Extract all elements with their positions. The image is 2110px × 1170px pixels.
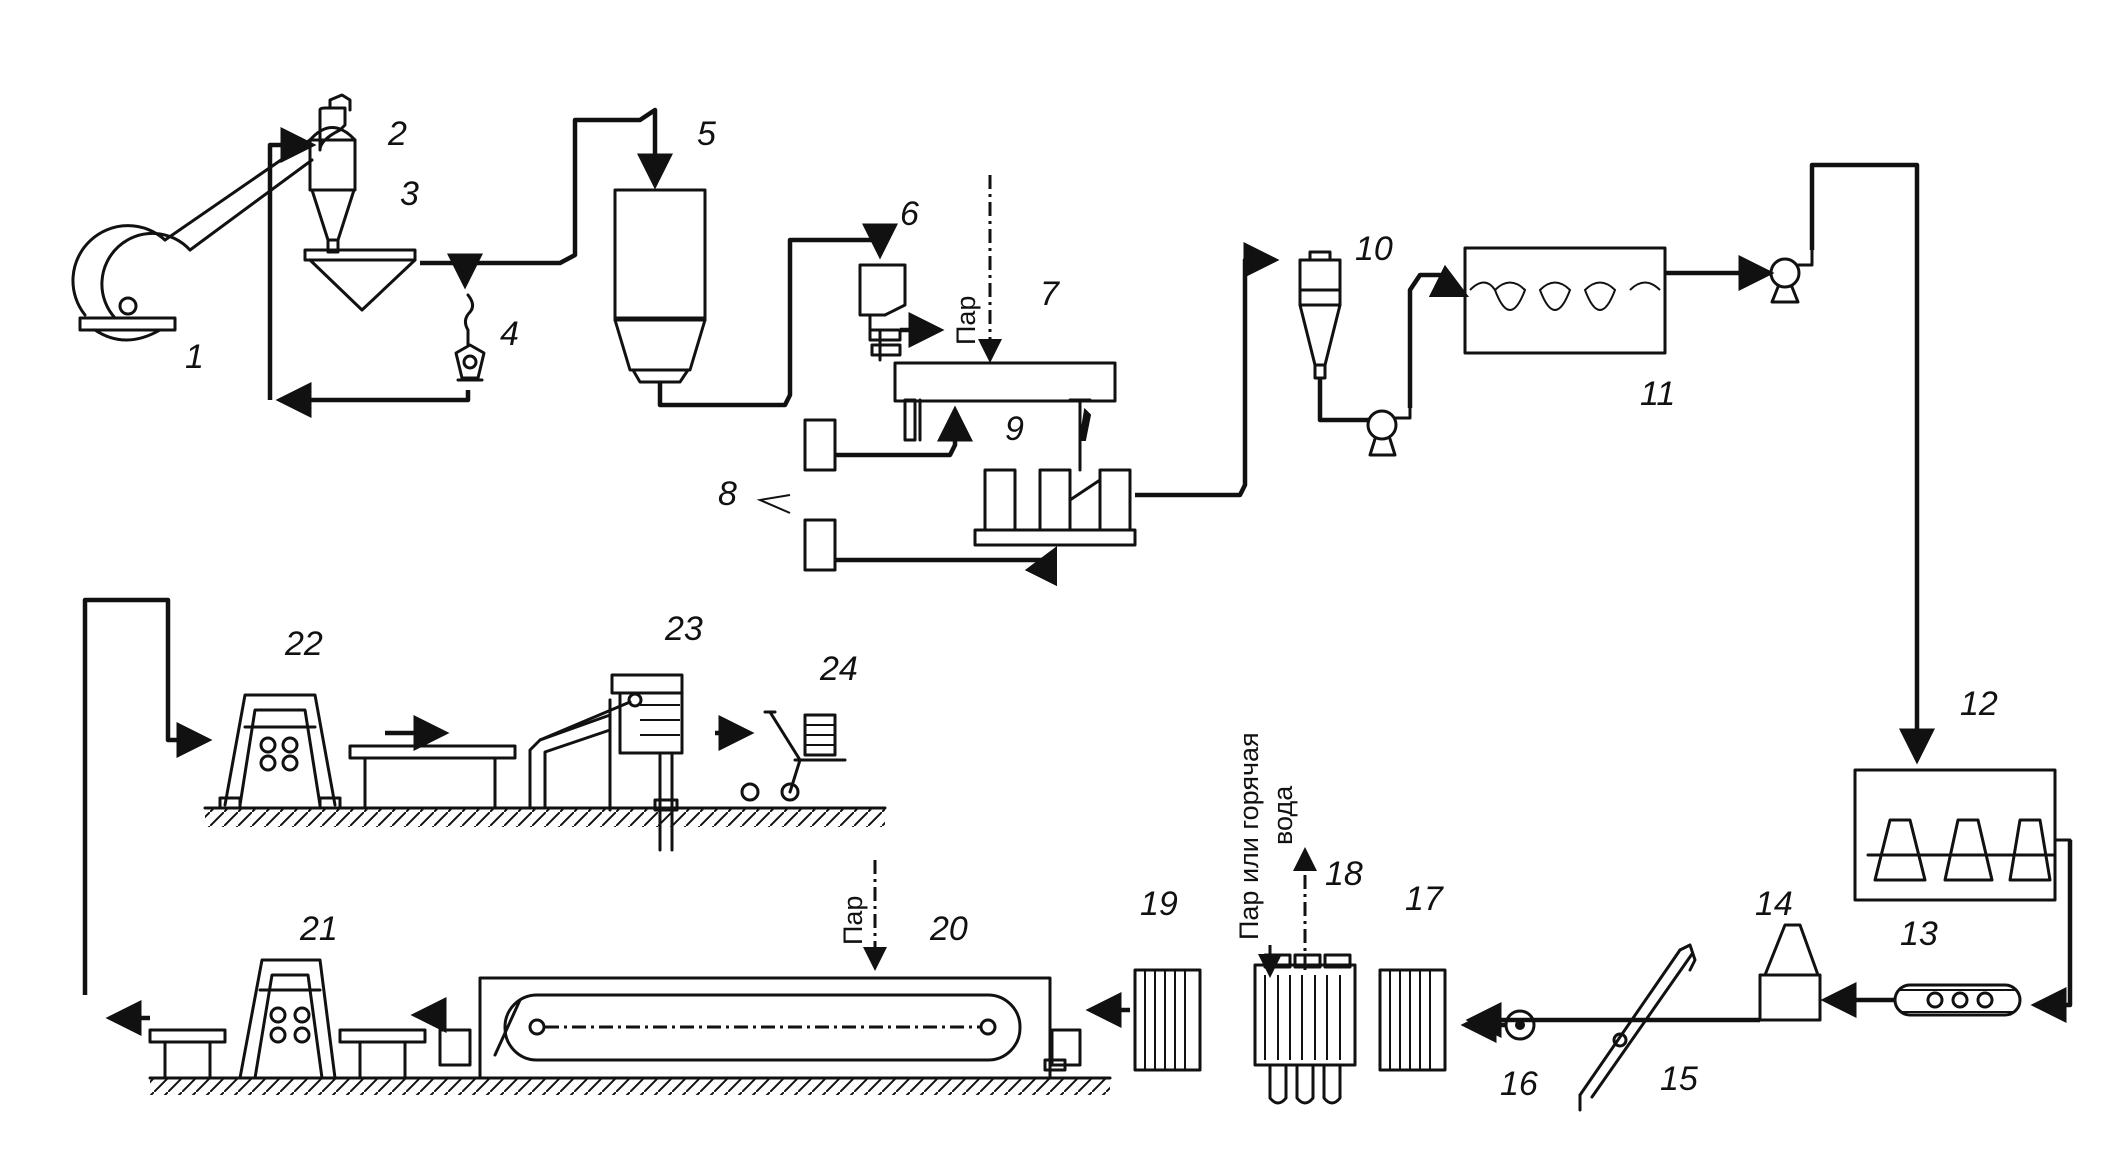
stack-19 — [1133, 968, 1202, 1072]
steam-water-label-line1: Пар или горячая — [1234, 732, 1264, 940]
label-1: 1 — [185, 338, 204, 376]
pump-station-12 — [1853, 768, 2072, 902]
screen-3 — [303, 248, 417, 312]
label-7: 7 — [1040, 275, 1060, 313]
label-8: 8 — [718, 475, 737, 513]
label-11: 11 — [1640, 375, 1675, 413]
steam-chamber-20 — [438, 976, 1082, 1080]
cart-24 — [740, 710, 847, 802]
label-17: 17 — [1405, 880, 1444, 918]
label-24: 24 — [819, 650, 858, 688]
feeder-4 — [454, 293, 486, 382]
mixer-9 — [973, 398, 1137, 547]
dosing-hopper-6 — [858, 263, 907, 362]
label-21: 21 — [299, 910, 338, 948]
label-15: 15 — [1660, 1060, 1698, 1098]
tank-8a — [803, 418, 837, 472]
label-6: 6 — [900, 195, 919, 233]
fan-11 — [1769, 248, 1814, 304]
silo-5 — [613, 188, 707, 384]
steamer-7 — [893, 361, 1117, 442]
steam-water-label-line2: вода — [1268, 785, 1298, 845]
reel-unit-1 — [71, 138, 314, 342]
stacker-23 — [528, 673, 684, 852]
steam-label-top: Пар — [951, 296, 981, 345]
label-9: 9 — [1005, 410, 1024, 448]
label-16: 16 — [1500, 1065, 1538, 1103]
label-3: 3 — [400, 175, 419, 213]
frame-21 — [148, 958, 427, 1080]
hopper-14 — [1758, 923, 1822, 1022]
dryer-11 — [1463, 246, 1667, 355]
cyclone-10 — [1298, 250, 1342, 380]
label-19: 19 — [1140, 885, 1178, 923]
label-13: 13 — [1900, 915, 1938, 953]
label-20: 20 — [929, 910, 968, 948]
label-18: 18 — [1325, 855, 1363, 893]
label-22: 22 — [284, 625, 323, 663]
frame-22 — [218, 693, 342, 810]
steam-label-bottom: Пар — [838, 896, 868, 945]
roll-16 — [1504, 1009, 1536, 1041]
label-12: 12 — [1960, 685, 1998, 723]
label-14: 14 — [1755, 885, 1793, 923]
autoclave-18 — [1253, 953, 1357, 1105]
conveyor-table-22 — [348, 744, 517, 810]
fan-10 — [1366, 406, 1412, 457]
incline-conveyor-15 — [1578, 943, 1697, 1112]
label-4: 4 — [500, 315, 519, 353]
conveyor-13 — [1893, 983, 2022, 1017]
label-5: 5 — [697, 115, 716, 153]
label-23: 23 — [664, 610, 703, 648]
label-10: 10 — [1355, 230, 1393, 268]
tank-8b — [803, 518, 837, 572]
stack-17 — [1378, 968, 1447, 1072]
cyclone-2 — [308, 93, 357, 254]
label-2: 2 — [387, 115, 407, 153]
